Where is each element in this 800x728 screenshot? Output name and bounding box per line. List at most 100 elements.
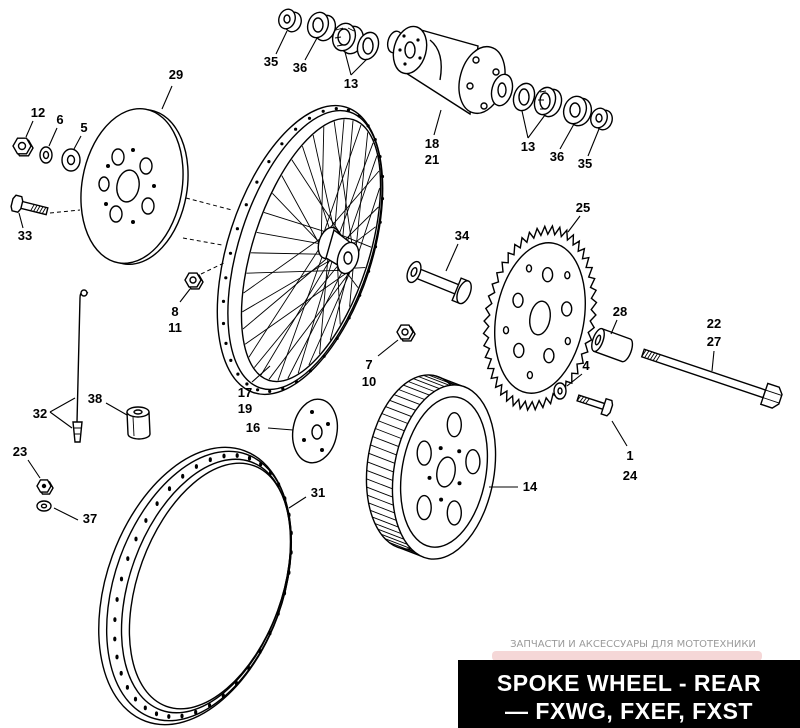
rim-hole [283, 496, 287, 502]
callout-16: 16 [246, 420, 260, 435]
plate-hole [326, 422, 330, 426]
callout-21: 21 [425, 152, 439, 167]
rim-hole [155, 501, 159, 506]
callout-37: 37 [83, 511, 97, 526]
hub-bore [343, 251, 353, 265]
rim-hole [358, 293, 362, 297]
callout-33: 33 [18, 228, 32, 243]
leader-37 [53, 507, 79, 521]
rim-hole [115, 654, 119, 660]
disc-small-hole [131, 148, 135, 152]
sprocket-small-hole [502, 326, 510, 335]
rim-hole [373, 245, 378, 249]
part-25-sprocket [482, 224, 598, 412]
spoke [333, 121, 353, 248]
rim-hole [113, 617, 117, 622]
rim-hole [322, 354, 326, 358]
sprocket-center-hole [529, 300, 551, 336]
rim-hole [256, 388, 260, 392]
rim-hole [221, 299, 226, 303]
rim-hole [221, 693, 225, 699]
disc-small-hole [106, 164, 110, 168]
callout-10: 10 [362, 374, 376, 389]
pulley-face [399, 396, 489, 548]
rim-hole [247, 455, 252, 461]
rim-hole [259, 461, 263, 467]
wheel-rim-holes [221, 107, 385, 393]
bolt-shank [576, 394, 606, 411]
part-7-nut [396, 324, 416, 342]
callout-1: 1 [626, 448, 633, 463]
spoke [323, 124, 362, 234]
rim-hole [125, 685, 129, 690]
flange-hole [402, 34, 406, 38]
leader-36-right [559, 123, 575, 150]
spacer-bore [283, 14, 291, 24]
axle-thread [641, 349, 661, 362]
seal-front [306, 11, 330, 39]
pulley-tooth [385, 406, 412, 418]
rim-hole [346, 108, 350, 112]
plate-hole [320, 448, 324, 452]
bolt-head [600, 397, 614, 417]
leader-12 [25, 120, 34, 138]
axle-shaft [640, 348, 767, 399]
part-35-left-spacer [278, 8, 302, 33]
rim-hole [133, 696, 138, 702]
grommet-top [126, 406, 150, 418]
flange-bolt-hole [480, 102, 488, 110]
rim-hole [221, 321, 226, 326]
pulley-center-hole [436, 456, 456, 488]
rim-hole [143, 705, 147, 711]
pulley-tooth [367, 461, 394, 473]
spacer-front [278, 8, 296, 30]
rim-hole [167, 486, 172, 492]
rim-hole [258, 649, 262, 654]
plate-hole [302, 438, 306, 442]
rim-hole [378, 155, 382, 159]
pulley-tooth [403, 384, 430, 396]
part-16-plate [291, 398, 339, 464]
pulley-tooth [372, 516, 399, 528]
pulley-tooth [393, 394, 421, 406]
assembly-line [185, 197, 233, 211]
sprocket-holes [502, 264, 573, 380]
washer-bore [40, 503, 48, 509]
hub-left-flange [392, 25, 428, 75]
part-37-washer [36, 500, 52, 512]
callout-18: 18 [425, 136, 439, 151]
callout-35-left: 35 [264, 54, 278, 69]
callout-34: 34 [455, 228, 470, 243]
rim-inner-edge [128, 462, 292, 710]
callout-13-left: 13 [344, 76, 358, 91]
flange-bolt-hole [466, 82, 474, 90]
leader-31 [288, 496, 307, 509]
spoke [355, 132, 369, 254]
spacer-bore [410, 267, 418, 277]
bolt-thread [30, 204, 47, 214]
flange-hole [398, 48, 402, 52]
callout-5: 5 [80, 120, 87, 135]
callout-28: 28 [613, 304, 627, 319]
flange-hole [416, 38, 420, 42]
spoke [250, 252, 326, 255]
leader-38 [105, 402, 128, 416]
pulley-small-hole [439, 497, 444, 502]
assembly-line [182, 237, 223, 246]
grommet-bore [133, 409, 143, 415]
spoke [341, 120, 354, 250]
title-line-1: SPOKE WHEEL - REAR [497, 670, 761, 696]
bearing-front [533, 86, 557, 116]
part-32-spoke-nipple [72, 289, 89, 443]
pulley-small-hole [427, 475, 432, 480]
washer-bore [66, 154, 76, 166]
spoke [277, 252, 325, 381]
callout-36-right: 36 [550, 149, 564, 164]
disc-bolt-hole [139, 157, 153, 175]
callout-27: 27 [707, 334, 721, 349]
leader-25 [567, 215, 581, 233]
bearing-race [512, 82, 536, 112]
leader-17 [251, 365, 271, 383]
part-36-left-seal [306, 11, 337, 42]
rim-hole [194, 464, 198, 469]
